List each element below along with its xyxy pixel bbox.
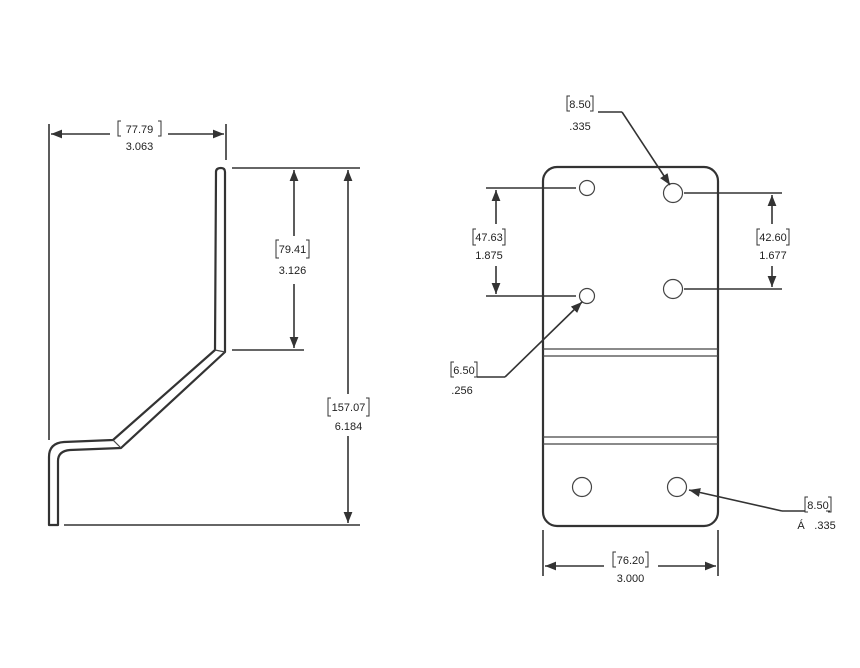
side-upper-height-mm: 79.41 (279, 244, 307, 256)
side-profile-bend-line (214, 349, 226, 353)
hole-small-mid-left (578, 287, 596, 305)
bottom-hole-dia-mm: 8.50 (807, 500, 828, 512)
front-width-mm: 76.20 (617, 555, 645, 567)
dimension-bracket (117, 120, 121, 137)
dimension-bracket (804, 496, 808, 513)
side-width-mm: 77.79 (126, 124, 154, 136)
dimension-bracket (590, 95, 594, 112)
dimension-bracket (756, 228, 760, 246)
side-profile-outline (47, 166, 227, 527)
dimension-bracket (474, 361, 478, 378)
hole-small-top-left (578, 179, 596, 197)
hole-large-mid-right (662, 278, 684, 300)
hole-large-bottom-right (666, 476, 688, 498)
side-view: 77.79 3.063 79.41 3.126 157.07 6.184 (47, 120, 370, 527)
dimension-bracket (366, 397, 370, 417)
dimension-bracket (502, 228, 506, 246)
side-upper-height-in: 3.126 (279, 265, 307, 277)
small-hole-dia-in: .256 (451, 385, 472, 397)
bottom-hole-stray-mark: Á (797, 519, 805, 532)
dimension-bracket (306, 239, 310, 259)
dimension-bracket (472, 228, 476, 246)
dimension-bracket (612, 551, 616, 568)
hole-large-bottom-left (571, 476, 593, 498)
right-spacing-in: 1.677 (759, 250, 787, 262)
dimension-bracket (275, 239, 279, 259)
side-total-height-in: 6.184 (335, 421, 363, 433)
top-hole-dia-mm: 8.50 (569, 99, 590, 111)
side-width-in: 3.063 (126, 141, 154, 153)
front-view: 8.50 .335 47.63 1.875 42.60 1.677 6.50 .… (450, 95, 836, 585)
dimension-bracket (158, 120, 162, 137)
hole-large-top-right (662, 182, 684, 204)
dimension-bracket (450, 361, 454, 378)
dimension-bracket (327, 397, 331, 417)
dimension-bracket (566, 95, 570, 112)
dimension-bracket (786, 228, 790, 246)
side-total-height-mm: 157.07 (332, 402, 366, 414)
front-plate-outline (541, 165, 720, 528)
dimension-bracket (645, 551, 649, 568)
dimension-bracket (828, 496, 832, 513)
side-profile-bend-line (112, 439, 122, 449)
small-hole-dia-mm: 6.50 (453, 365, 474, 377)
left-spacing-mm: 47.63 (475, 232, 503, 244)
left-spacing-in: 1.875 (475, 250, 503, 262)
top-hole-dia-in: .335 (569, 121, 590, 133)
small-hole-leader (504, 301, 583, 378)
front-width-in: 3.000 (617, 573, 645, 585)
right-spacing-mm: 42.60 (759, 232, 787, 244)
bottom-hole-dia-in: .335 (814, 520, 835, 532)
top-hole-leader (621, 111, 671, 186)
bottom-hole-leader (688, 488, 783, 512)
